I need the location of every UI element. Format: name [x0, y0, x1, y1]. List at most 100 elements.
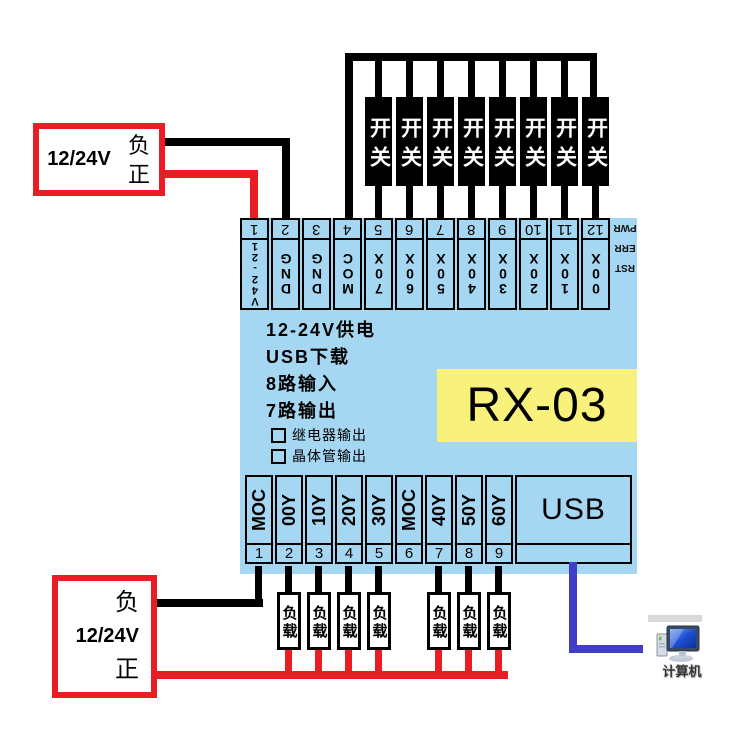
- load-label: 负载: [370, 604, 388, 641]
- load-label: 负载: [310, 604, 328, 641]
- load-label: 负载: [280, 604, 298, 641]
- wire-switch-bottom: [530, 186, 537, 218]
- input-switch-2: 开关: [396, 97, 423, 186]
- wire-switch-bottom: [592, 186, 599, 218]
- switch-label: 开关: [584, 116, 608, 175]
- terminal-label: DNG: [308, 251, 325, 297]
- checkbox-icon: [271, 428, 286, 443]
- input-switch-4: 开关: [458, 97, 485, 186]
- psu-positive: 正: [115, 656, 139, 683]
- output-type-transistor: 晶体管输出: [271, 446, 376, 467]
- wire-switch-top: [590, 53, 597, 98]
- output-load-3: 负载: [337, 592, 361, 650]
- wire-switch-top: [437, 53, 444, 98]
- terminal-number: 3: [312, 220, 321, 238]
- terminal-number: 5: [374, 545, 384, 562]
- usb-label: USB: [515, 475, 632, 545]
- terminal-number: 8: [467, 220, 476, 238]
- terminal-number: 9: [494, 545, 504, 562]
- input-switch-6: 开关: [520, 97, 547, 186]
- switch-label: 开关: [491, 116, 515, 175]
- status-labels: PWR ERR RST: [613, 218, 637, 308]
- switch-label: 开关: [429, 116, 453, 175]
- terminal-number: 1: [250, 220, 259, 238]
- usb-number-cell: [515, 543, 632, 564]
- info-line: 8路输入: [266, 374, 339, 394]
- wire-switch-bottom: [437, 186, 444, 218]
- wire-switch-top: [468, 53, 475, 98]
- usb-port: USB: [515, 475, 632, 564]
- top-terminal-10: 10 20X: [519, 218, 548, 310]
- terminal-number: 2: [281, 220, 290, 238]
- wire-usb-v: [569, 562, 577, 653]
- wire-switch-bus-to-com: [345, 53, 353, 218]
- terminal-label: MOC: [248, 489, 269, 531]
- wire-switch-bottom: [406, 186, 413, 218]
- terminal-label: 60X: [401, 251, 418, 297]
- terminal-label: V42-21: [248, 241, 261, 307]
- input-switch-1: 开关: [365, 97, 392, 186]
- output-load-4: 负载: [367, 592, 391, 650]
- wire-load-top: [495, 566, 502, 593]
- output-type-label: 继电器输出: [292, 427, 367, 443]
- err-label: ERR: [614, 242, 636, 253]
- computer-desktop-icon[interactable]: 计算机: [646, 612, 718, 690]
- wire-psu-top-negative-h: [165, 138, 289, 146]
- terminal-label: DNG: [277, 251, 294, 297]
- wire-load-top: [465, 566, 472, 593]
- wire-psu-top-positive-h: [165, 170, 258, 178]
- rst-label: RST: [615, 262, 635, 273]
- checkbox-icon: [271, 449, 286, 464]
- output-load-1: 负载: [277, 592, 301, 650]
- wire-switch-top: [406, 53, 413, 98]
- terminal-label: 00X: [587, 251, 604, 297]
- wire-switch-bottom: [468, 186, 475, 218]
- power-supply-bottom: 负 12/24V 正: [52, 575, 157, 698]
- wire-load-bottom: [285, 650, 292, 672]
- wire-switch-top: [375, 53, 382, 98]
- wire-load-top: [345, 566, 352, 593]
- switch-label: 开关: [522, 116, 546, 175]
- terminal-number: 10: [525, 220, 542, 238]
- terminal-label: 50Y: [458, 493, 479, 527]
- terminal-number: 5: [374, 220, 383, 238]
- wire-switch-bottom: [561, 186, 568, 218]
- wire-switch-top: [530, 53, 537, 98]
- switch-label: 开关: [398, 116, 422, 175]
- input-switch-5: 开关: [489, 97, 516, 186]
- switch-label: 开关: [367, 116, 391, 175]
- wire-switch-bottom: [375, 186, 382, 218]
- psu-negative: 负: [127, 132, 150, 158]
- wire-switch-bottom: [499, 186, 506, 218]
- wire-usb-h: [569, 645, 643, 653]
- terminal-label: 20X: [525, 251, 542, 297]
- pwr-label: PWR: [613, 222, 637, 233]
- terminal-label: 30Y: [368, 493, 389, 527]
- wire-psu-bottom-negative-h: [155, 599, 263, 607]
- wire-psu-top-positive-v: [250, 170, 258, 218]
- model-plate: RX-03: [437, 369, 637, 442]
- terminal-label: 70X: [370, 251, 387, 297]
- switch-label: 开关: [553, 116, 577, 175]
- wire-load-top: [315, 566, 322, 593]
- output-type-relay: 继电器输出: [271, 425, 376, 446]
- terminal-number: 9: [498, 220, 507, 238]
- output-load-2: 负载: [307, 592, 331, 650]
- computer-icon: [656, 625, 700, 662]
- wire-psu-bottom-positive-bus: [155, 671, 508, 679]
- terminal-number: 12: [587, 220, 604, 238]
- load-label: 负载: [460, 604, 478, 641]
- wire-load-bottom: [465, 650, 472, 672]
- psu-positive: 正: [127, 161, 150, 187]
